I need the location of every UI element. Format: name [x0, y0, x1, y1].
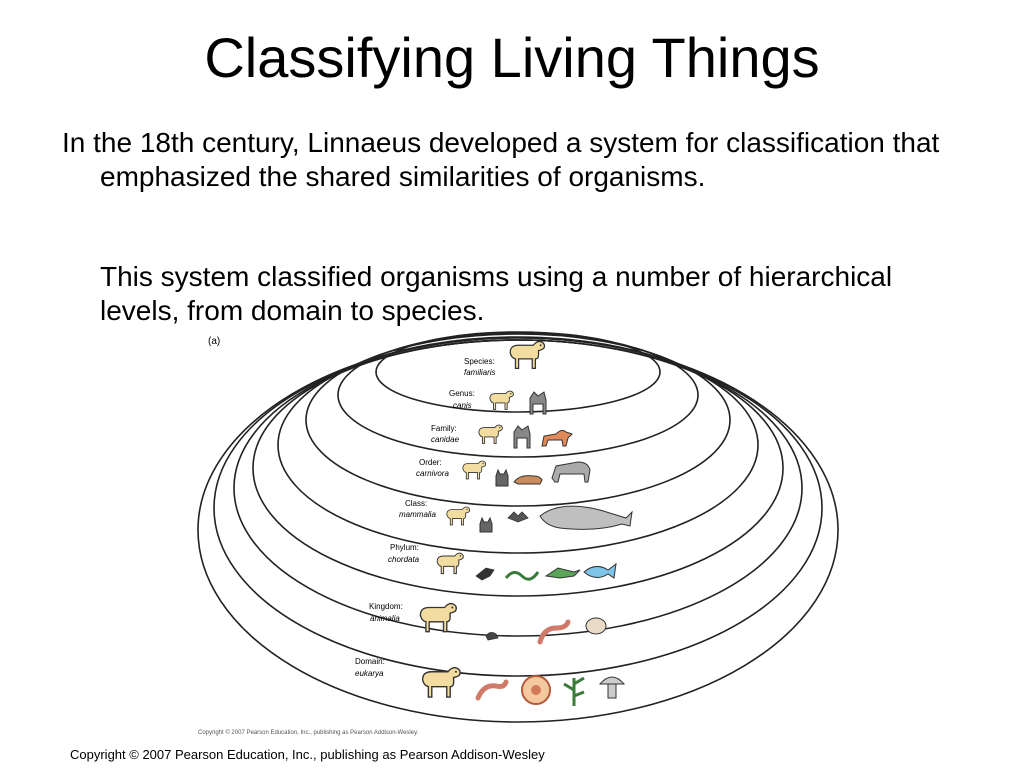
weasel-icon [513, 475, 543, 485]
taxon-label: canis [453, 401, 472, 410]
worm-icon [537, 619, 571, 645]
rank-label: Species: [464, 357, 495, 366]
rank-label: Phylum: [390, 543, 419, 552]
dog-icon [446, 506, 471, 526]
level-labels: Species: familiaris Genus: canis Family:… [355, 357, 496, 678]
plant-icon [563, 676, 585, 706]
rank-label: Family: [431, 424, 457, 433]
bird-icon [475, 567, 495, 581]
rank-label: Class: [405, 499, 427, 508]
dog-icon [509, 340, 546, 369]
dog-icon [421, 666, 461, 698]
mushroom-icon [598, 676, 626, 699]
fish-icon [583, 562, 617, 579]
dog-icon [419, 602, 457, 633]
shell-icon [585, 617, 607, 635]
insect-icon [485, 632, 499, 641]
nested-ellipses [197, 331, 839, 723]
ellipse-family [305, 333, 731, 507]
taxon-label: eukarya [355, 669, 384, 678]
bat-icon [507, 511, 529, 523]
taxon-label: animalia [370, 614, 400, 623]
organism-icons [419, 340, 633, 706]
rank-label: Domain: [355, 657, 385, 666]
dog-icon [489, 390, 514, 410]
rank-label: Kingdom: [369, 602, 403, 611]
cat-icon [479, 516, 493, 533]
taxon-label: carnivora [416, 469, 449, 478]
worm-icon [475, 679, 509, 701]
taxon-label: mammalia [399, 510, 436, 519]
dog-icon [462, 460, 487, 480]
dog-icon [478, 424, 503, 444]
snake-icon [504, 571, 540, 581]
lizard-icon [544, 567, 581, 579]
ellipse-order [277, 336, 759, 554]
cat-icon [495, 468, 509, 487]
wolf-icon [513, 425, 531, 449]
hyena-icon [551, 461, 591, 483]
rank-label: Order: [419, 458, 442, 467]
whale-icon [539, 505, 633, 530]
ellipse-domain [197, 337, 839, 723]
paragraph-linnaeus: In the 18th century, Linnaeus developed … [62, 127, 940, 192]
taxon-label: familiaris [464, 368, 496, 377]
taxon-label: chordata [388, 555, 420, 564]
slide-title: Classifying Living Things [204, 26, 820, 89]
panel-label: (a) [208, 336, 220, 347]
paragraph-hierarchy: This system classified organisms using a… [100, 261, 893, 326]
cell-nucleus-icon [531, 685, 541, 695]
inner-copyright: Copyright © 2007 Pearson Education, Inc.… [198, 729, 419, 736]
taxon-label: canidae [431, 435, 460, 444]
ellipse-species [375, 331, 661, 413]
wolf-icon [529, 391, 547, 415]
footer-copyright: Copyright © 2007 Pearson Education, Inc.… [70, 747, 545, 762]
ellipse-genus [337, 332, 699, 458]
fox-icon [541, 429, 573, 447]
ellipse-class [252, 339, 784, 597]
rank-label: Genus: [449, 389, 475, 398]
dog-icon [436, 552, 464, 575]
